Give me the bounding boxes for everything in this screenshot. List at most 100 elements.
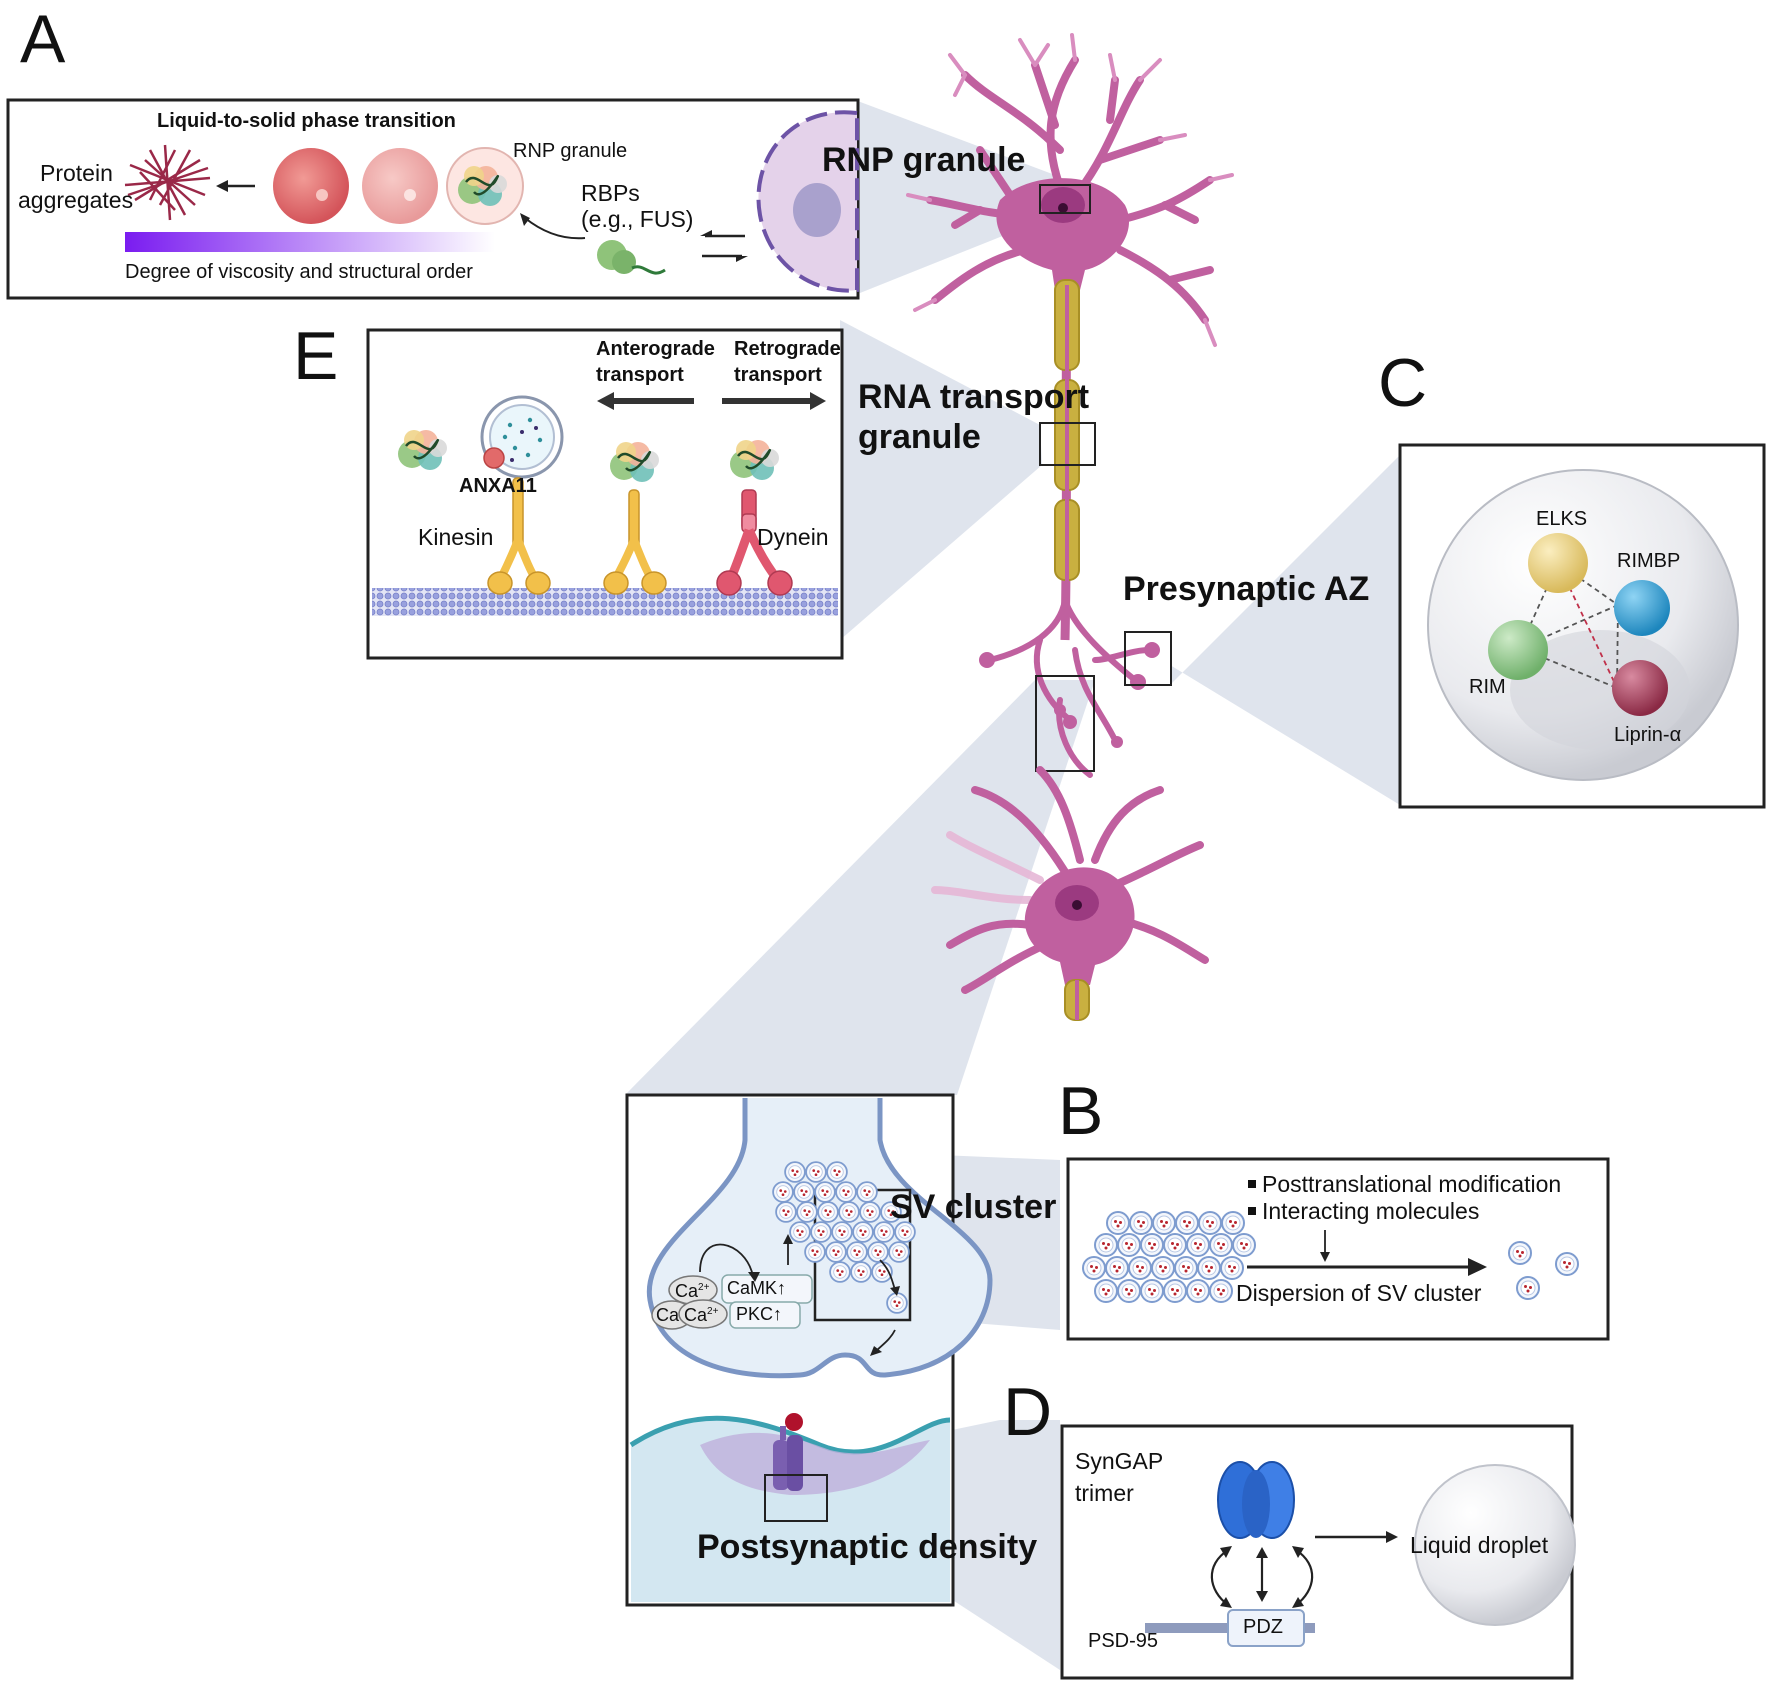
synaptic-vesicle (814, 1181, 836, 1203)
rnp-granule-callout: RNP granule (822, 141, 1026, 179)
synaptic-vesicle (793, 1181, 815, 1203)
rna-transport-callout-2: granule (858, 418, 981, 456)
kinesin-label: Kinesin (418, 524, 494, 550)
synaptic-vesicle (850, 1261, 872, 1283)
synaptic-vesicle (886, 1292, 908, 1314)
syngap-label-2: trimer (1075, 1480, 1134, 1506)
synaptic-vesicle (1186, 1279, 1210, 1303)
dispersion-label: Dispersion of SV cluster (1236, 1280, 1482, 1306)
retrograde-label-1: Retrograde (734, 338, 841, 360)
neuron-top (906, 33, 1234, 778)
rbps-label-1: RBPs (581, 180, 640, 206)
synaptic-vesicle (1151, 1256, 1175, 1280)
synaptic-vesicle (1221, 1211, 1245, 1235)
sv-cluster-callout: SV cluster (890, 1188, 1057, 1226)
psd95-label: PSD-95 (1088, 1630, 1159, 1652)
calcium-label-1: Ca2+ (675, 1281, 710, 1301)
synaptic-vesicle (826, 1161, 848, 1183)
synaptic-vesicle (1197, 1256, 1221, 1280)
viscosity-gradient-label: Degree of viscosity and structural order (125, 261, 473, 283)
synaptic-vesicle (1209, 1279, 1233, 1303)
camk-label: CaMK↑ (727, 1278, 787, 1298)
synaptic-vesicle (831, 1221, 853, 1243)
synaptic-vesicle (1163, 1279, 1187, 1303)
panel-letter-b: B (1058, 1073, 1104, 1149)
rnp-granule-label: RNP granule (513, 140, 628, 162)
synaptic-vesicle (1117, 1279, 1141, 1303)
anterograde-label-2: transport (596, 364, 684, 386)
retrograde-label-2: transport (734, 364, 822, 386)
syngap-trimer-icon (1217, 1461, 1295, 1539)
ptm-bullet: Posttranslational modification (1262, 1171, 1562, 1197)
synaptic-vesicle (1129, 1211, 1153, 1235)
rim-label: RIM (1469, 676, 1506, 698)
synaptic-vesicle (1152, 1211, 1176, 1235)
synaptic-vesicle (1163, 1233, 1187, 1257)
synaptic-vesicle (1175, 1211, 1199, 1235)
synaptic-vesicle (1508, 1241, 1532, 1265)
synaptic-vesicle (846, 1241, 868, 1263)
synaptic-vesicle (1105, 1256, 1129, 1280)
synaptic-vesicle (1117, 1233, 1141, 1257)
rbps-label-2: (e.g., FUS) (581, 206, 694, 232)
panel-letter-c: C (1378, 345, 1428, 421)
synaptic-vesicle (838, 1201, 860, 1223)
pdz-label: PDZ (1243, 1616, 1283, 1638)
dynein-label: Dynein (757, 524, 829, 550)
synaptic-vesicle (1555, 1252, 1579, 1276)
synaptic-vesicle (1082, 1256, 1106, 1280)
synaptic-vesicle (1094, 1233, 1118, 1257)
synaptic-vesicle (789, 1221, 811, 1243)
synaptic-vesicle (810, 1221, 832, 1243)
synaptic-vesicle (817, 1201, 839, 1223)
synaptic-vesicle (888, 1241, 910, 1263)
anxa11-label: ANXA11 (459, 475, 537, 497)
panel-letter-e: E (293, 318, 339, 394)
synaptic-vesicle (775, 1201, 797, 1223)
liprin-alpha-label: Liprin-α (1614, 724, 1682, 746)
synaptic-vesicle (1198, 1211, 1222, 1235)
presynaptic-az-callout: Presynaptic AZ (1123, 570, 1370, 608)
phase-transition-title: Liquid-to-solid phase transition (157, 110, 456, 132)
synaptic-vesicle (796, 1201, 818, 1223)
synaptic-vesicle (805, 1161, 827, 1183)
synaptic-vesicle (1140, 1279, 1164, 1303)
liquid-droplet-label: Liquid droplet (1410, 1532, 1549, 1558)
pkc-label: PKC↑ (736, 1304, 783, 1324)
synaptic-vesicle (1174, 1256, 1198, 1280)
protein-aggregates-icon (124, 144, 211, 221)
anterograde-label-1: Anterograde (596, 338, 715, 360)
rna-transport-callout-1: RNA transport (858, 378, 1090, 416)
syngap-label-1: SynGAP (1075, 1448, 1164, 1474)
synaptic-vesicle (1140, 1233, 1164, 1257)
protein-aggregates-label-2: aggregates (18, 187, 134, 213)
synaptic-vesicle (856, 1181, 878, 1203)
synaptic-vesicle (1209, 1233, 1233, 1257)
synaptic-vesicle (1220, 1256, 1244, 1280)
synaptic-vesicle (825, 1241, 847, 1263)
calcium-label-2: Ca (656, 1305, 680, 1325)
synaptic-vesicle (1106, 1211, 1130, 1235)
postsynaptic-density-label: Postsynaptic density (697, 1528, 1038, 1566)
protein-aggregates-label-1: Protein (40, 160, 113, 186)
calcium-label-3: Ca2+ (684, 1305, 719, 1325)
synaptic-vesicle (772, 1181, 794, 1203)
interacting-molecules-bullet: Interacting molecules (1262, 1198, 1480, 1224)
synaptic-vesicle (1186, 1233, 1210, 1257)
rimbp-label: RIMBP (1617, 550, 1681, 572)
synaptic-vesicle (1128, 1256, 1152, 1280)
synaptic-vesicle (1232, 1233, 1256, 1257)
elks-label: ELKS (1536, 508, 1588, 530)
synaptic-vesicle (784, 1161, 806, 1183)
synaptic-vesicle (829, 1261, 851, 1283)
synaptic-vesicle (852, 1221, 874, 1243)
synaptic-vesicle (1094, 1279, 1118, 1303)
neuron-bottom (931, 766, 1209, 1021)
synaptic-vesicle (1516, 1276, 1540, 1300)
panel-letter-d: D (1003, 1374, 1053, 1450)
rbp-icon (597, 240, 666, 275)
synaptic-vesicle (859, 1201, 881, 1223)
synaptic-vesicle (835, 1181, 857, 1203)
